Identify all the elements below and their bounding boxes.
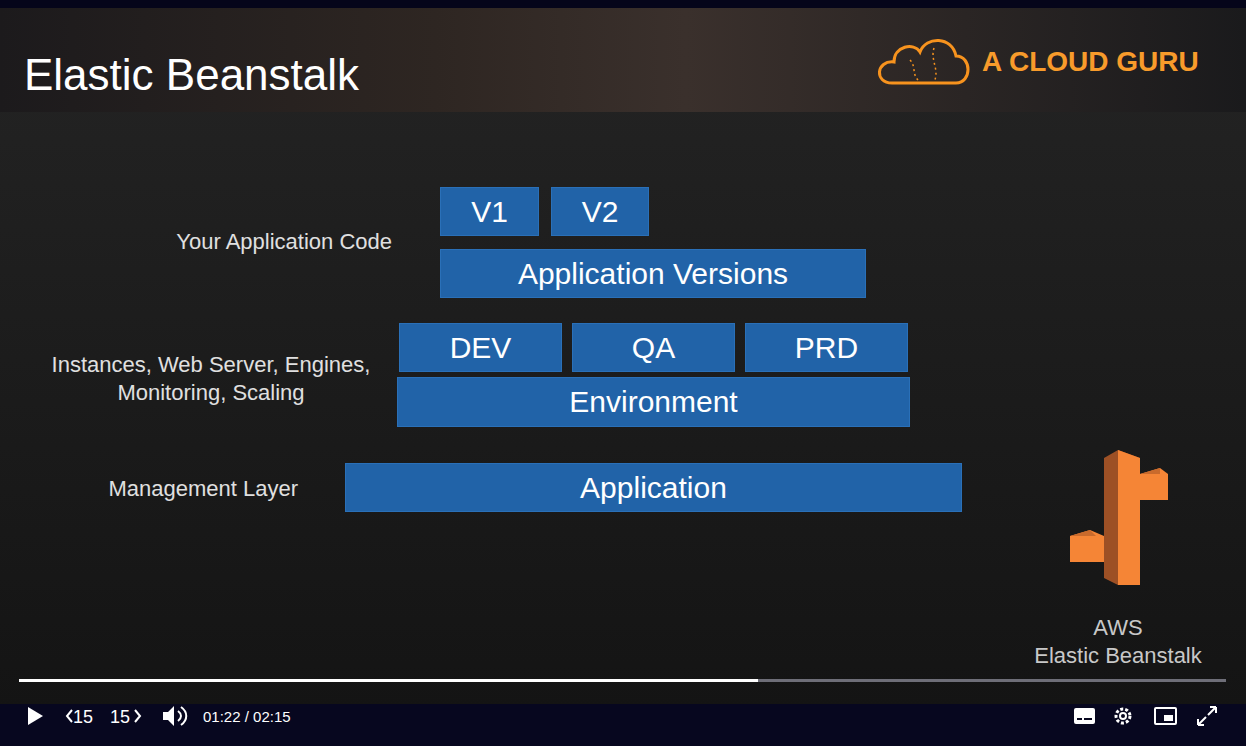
box-label: V1 [471,195,508,229]
time-display: 01:22 / 02:15 [203,708,323,727]
versions-band: Application Versions [440,249,866,298]
env-box: PRD [745,323,908,372]
layer-label: Instances, Web Server, Engines, Monitori… [36,351,386,406]
layer-label: Your Application Code [92,228,392,256]
box-label: PRD [795,331,858,365]
application-band: Application [345,463,962,512]
box-label: Application [580,471,727,505]
skip-forward-seconds: 15 [110,706,134,729]
box-label: Environment [569,385,737,419]
brand-logo-text: A CLOUD GURU [982,44,1212,79]
env-box: QA [572,323,735,372]
environment-band: Environment [397,377,910,427]
box-label: DEV [450,331,512,365]
env-box: DEV [399,323,562,372]
box-label: Application Versions [518,257,788,291]
icon-caption: Elastic Beanstalk [1018,642,1218,670]
box-label: QA [632,331,675,365]
version-box: V2 [551,187,649,236]
version-box: V1 [440,187,539,236]
layer-label: Management Layer [60,475,298,503]
skip-back-seconds: 15 [73,706,97,729]
box-label: V2 [582,195,619,229]
icon-caption: AWS [1028,614,1208,642]
slide-title: Elastic Beanstalk [24,50,359,100]
